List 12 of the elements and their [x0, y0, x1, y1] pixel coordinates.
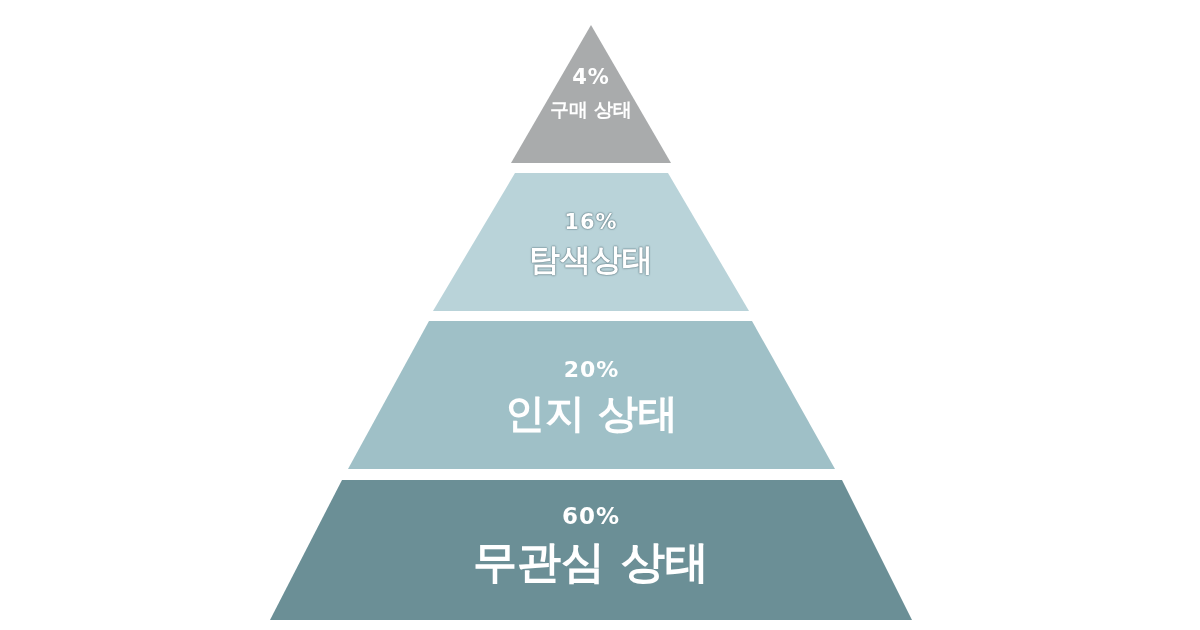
tier-label: 탐색상태 [529, 242, 653, 278]
percentage-value: 4% [572, 65, 610, 90]
pyramid-apex-triangle [511, 25, 671, 163]
tier-label: 인지 상태 [504, 390, 679, 437]
percentage-value: 60% [561, 503, 621, 530]
tier-label: 구매 상태 [549, 99, 633, 121]
percentage-value: 16% [564, 210, 618, 235]
pyramid-tier-trapezoid [270, 480, 912, 620]
percentage-value: 20% [563, 357, 620, 383]
pyramid-tier-trapezoid [433, 173, 749, 311]
tier-label: 무관심 상태 [473, 537, 709, 589]
pyramid-tier-trapezoid [348, 321, 835, 469]
